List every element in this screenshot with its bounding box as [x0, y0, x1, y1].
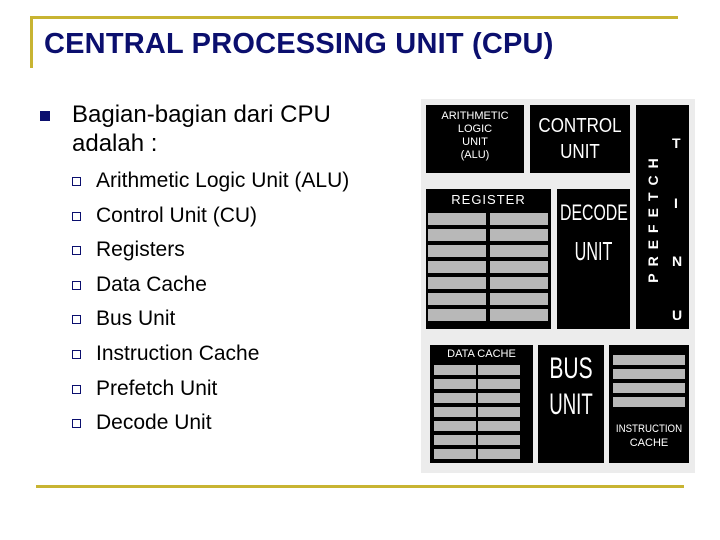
component-list: Arithmetic Logic Unit (ALU) Control Unit… — [72, 168, 349, 445]
data-cache-bar — [478, 421, 520, 431]
control-unit-label-2: UNIT — [560, 141, 600, 163]
register-bar — [490, 245, 548, 257]
instruction-cache-label-1: INSTRUCTION — [615, 423, 683, 435]
decode-unit-label-2: UNIT — [574, 236, 613, 266]
register-bar — [490, 277, 548, 289]
control-unit-label-1: CONTROL — [538, 115, 622, 137]
list-item: Instruction Cache — [72, 341, 349, 376]
instruction-cache-bar — [613, 355, 685, 365]
frame-bottom-line — [36, 485, 684, 488]
register-bar — [428, 309, 486, 321]
frame-left-line — [30, 16, 33, 68]
hollow-square-bullet-icon — [72, 280, 81, 290]
data-cache-block: DATA CACHE — [430, 345, 533, 463]
prefetch-col2-n: N — [672, 253, 683, 269]
register-bar — [428, 293, 486, 305]
hollow-square-bullet-icon — [72, 419, 81, 429]
prefetch-col2-i: I — [674, 195, 678, 211]
prefetch-col2-u: U — [672, 307, 683, 323]
alu-block: ARITHMETIC LOGIC UNIT (ALU) — [426, 105, 524, 173]
data-cache-label: DATA CACHE — [447, 348, 516, 360]
data-cache-bar — [434, 435, 476, 445]
frame-top-line — [30, 16, 678, 19]
register-bar — [428, 245, 486, 257]
data-cache-bar — [478, 365, 520, 375]
register-bar — [490, 309, 548, 321]
list-item: Arithmetic Logic Unit (ALU) — [72, 168, 349, 203]
decode-unit-label-1: DECODE — [560, 200, 628, 225]
page-title: CENTRAL PROCESSING UNIT (CPU) — [44, 28, 554, 60]
data-cache-bar — [434, 379, 476, 389]
instruction-cache-block: INSTRUCTION CACHE — [609, 345, 689, 463]
instruction-cache-bar — [613, 383, 685, 393]
prefetch-label: PREFETCH — [645, 151, 661, 283]
hollow-square-bullet-icon — [72, 211, 81, 221]
hollow-square-bullet-icon — [72, 177, 81, 186]
alu-label-4: (ALU) — [460, 149, 490, 161]
instruction-cache-bar — [613, 369, 685, 379]
cpu-diagram: ARITHMETIC LOGIC UNIT (ALU) CONTROL UNIT… — [421, 99, 695, 473]
instruction-cache-label-2: CACHE — [629, 437, 669, 449]
data-cache-bar — [434, 449, 476, 459]
bus-unit-label-1: BUS — [549, 352, 593, 385]
list-item: Data Cache — [72, 272, 349, 307]
register-bar — [490, 213, 548, 225]
data-cache-bar — [434, 421, 476, 431]
list-item: Bus Unit — [72, 306, 349, 341]
data-cache-bar — [434, 393, 476, 403]
bus-unit-label-2: UNIT — [549, 388, 593, 421]
control-unit-block: CONTROL UNIT — [530, 105, 630, 173]
list-item: Registers — [72, 237, 349, 272]
hollow-square-bullet-icon — [72, 246, 81, 256]
list-item: Control Unit (CU) — [72, 203, 349, 238]
hollow-square-bullet-icon — [72, 384, 81, 394]
register-bar — [428, 277, 486, 289]
register-label: REGISTER — [451, 192, 526, 207]
alu-label-2: LOGIC — [457, 123, 493, 135]
alu-label-3: UNIT — [462, 136, 488, 148]
register-bar — [490, 229, 548, 241]
alu-label-1: ARITHMETIC — [441, 110, 509, 122]
bus-unit-block: BUS UNIT — [538, 345, 604, 463]
hollow-square-bullet-icon — [72, 349, 81, 359]
instruction-cache-bar — [613, 397, 685, 407]
register-bar — [428, 229, 486, 241]
data-cache-bar — [478, 435, 520, 445]
hollow-square-bullet-icon — [72, 315, 81, 325]
register-bar — [490, 261, 548, 273]
lead-text: Bagian-bagian dari CPU adalah : — [72, 101, 331, 157]
list-item: Prefetch Unit — [72, 376, 349, 411]
list-item: Decode Unit — [72, 410, 349, 445]
data-cache-bar — [478, 407, 520, 417]
register-block: REGISTER — [426, 189, 551, 329]
prefetch-unit-block: PREFETCH T I N U — [636, 105, 689, 329]
decode-unit-block: DECODE UNIT — [557, 189, 630, 329]
square-bullet-icon — [40, 111, 50, 121]
data-cache-bar — [478, 379, 520, 389]
prefetch-col2-t: T — [672, 135, 681, 151]
register-bar — [428, 261, 486, 273]
register-bar — [490, 293, 548, 305]
data-cache-bar — [478, 449, 520, 459]
data-cache-bar — [478, 393, 520, 403]
data-cache-bar — [434, 365, 476, 375]
data-cache-bar — [434, 407, 476, 417]
register-bar — [428, 213, 486, 225]
